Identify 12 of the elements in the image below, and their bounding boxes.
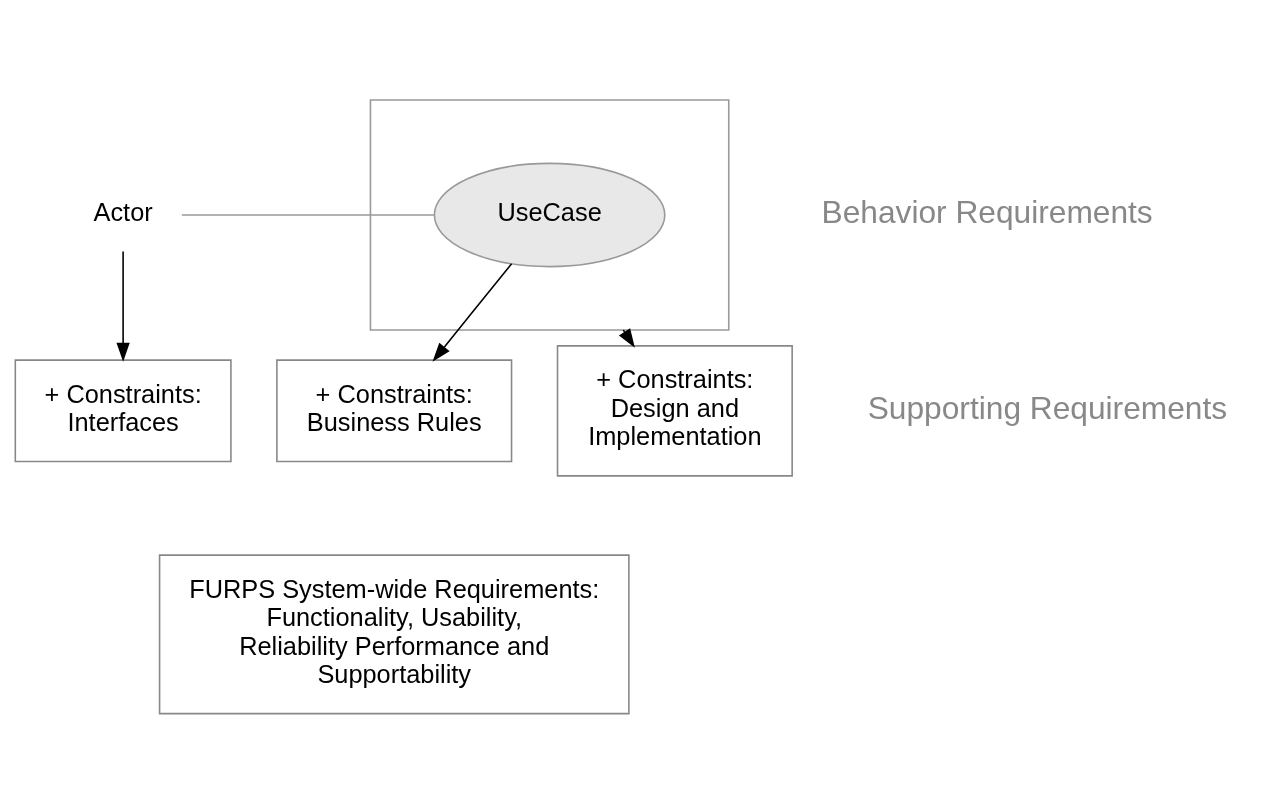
node-box: FURPS System-wide Requirements: Functionality, Usability, Reliability Performance and Supportability	[158, 553, 630, 714]
node-box: + Constraints: Design and Implementation	[556, 344, 793, 477]
connector	[181, 213, 435, 216]
node-text: Actor	[93, 197, 153, 226]
node-box: + Constraints: Interfaces	[14, 358, 232, 462]
arrow	[432, 262, 513, 362]
label: Supporting Requirements	[867, 389, 1228, 426]
arrow	[116, 250, 130, 362]
label: Behavior Requirements	[821, 193, 1153, 230]
arrow	[618, 327, 635, 348]
node-ellipse: UseCase	[433, 162, 666, 267]
node-box: + Constraints: Business Rules	[276, 358, 513, 462]
